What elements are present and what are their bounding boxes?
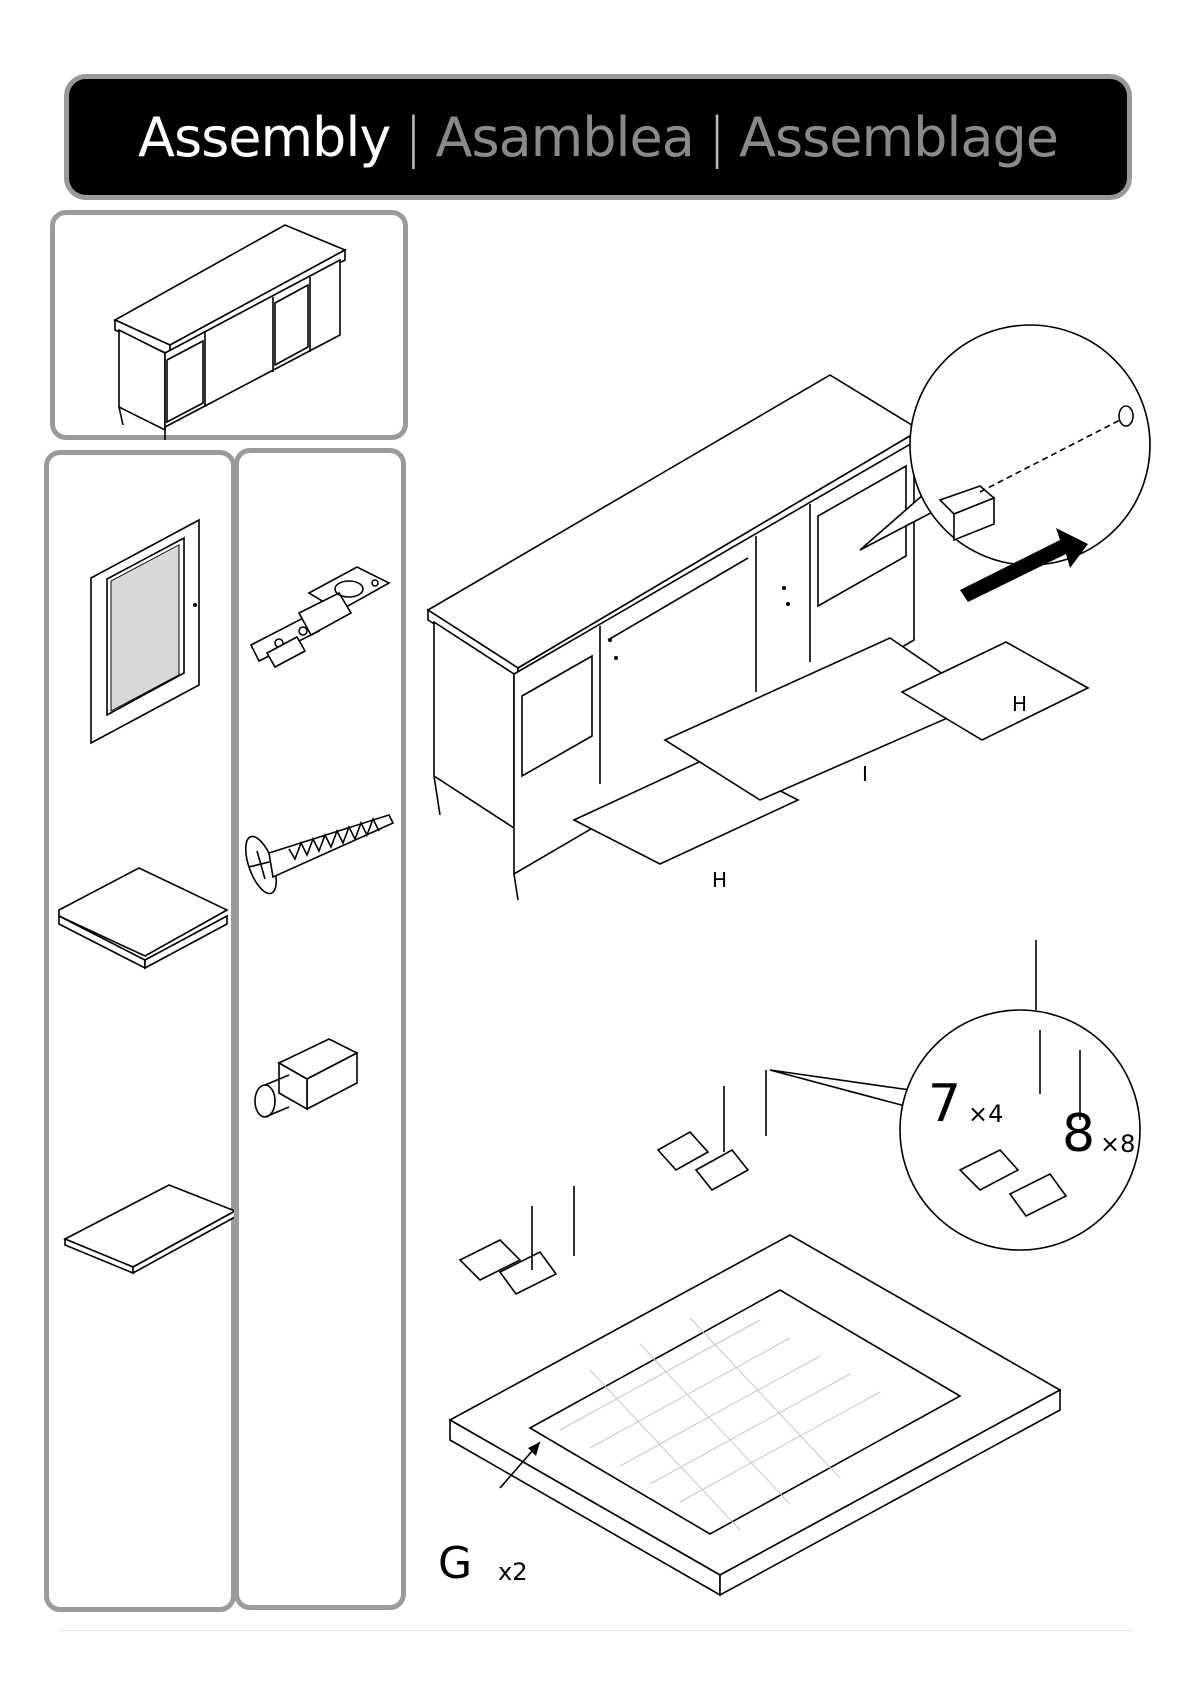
hinge-screw-quantity: ×4 — [968, 1100, 1003, 1128]
shelf-label-small-front: H — [712, 868, 727, 892]
shelf-pin-part-illustration — [239, 1033, 411, 1143]
wood-screw-part-illustration — [239, 803, 411, 923]
cabinet-shelf-assembly-illustration — [420, 340, 1140, 900]
door-label-qty: x2 — [498, 1558, 527, 1586]
large-shelf-part-illustration — [49, 1167, 241, 1277]
title-french: Assemblage — [739, 106, 1058, 169]
page-title-banner: Assembly | Asamblea | Assemblage — [64, 74, 1132, 200]
title-spanish: Asamblea — [436, 106, 694, 169]
door-part-illustration — [49, 515, 241, 775]
title-separator: | — [404, 106, 421, 169]
footer-divider — [58, 1630, 1134, 1631]
wood-screw-number: 8 — [1062, 1104, 1095, 1164]
wood-screw-quantity: ×8 — [1100, 1130, 1135, 1158]
shelf-label-small-back: H — [1012, 692, 1027, 716]
title-english: Assembly — [138, 106, 390, 169]
door-label-letter: G — [438, 1538, 472, 1589]
door-hinge-assembly-illustration — [440, 1010, 1160, 1600]
hinge-screw-number: 7 — [928, 1074, 961, 1134]
title-separator: | — [708, 106, 725, 169]
finished-cabinet-illustration — [55, 215, 413, 445]
hinge-part-illustration — [239, 553, 411, 693]
small-shelf-part-illustration — [49, 860, 241, 970]
finished-product-panel — [50, 210, 408, 440]
parts-panel-hardware — [234, 448, 406, 1610]
shelf-label-large: I — [862, 762, 868, 786]
parts-panel-panels — [44, 450, 236, 1612]
